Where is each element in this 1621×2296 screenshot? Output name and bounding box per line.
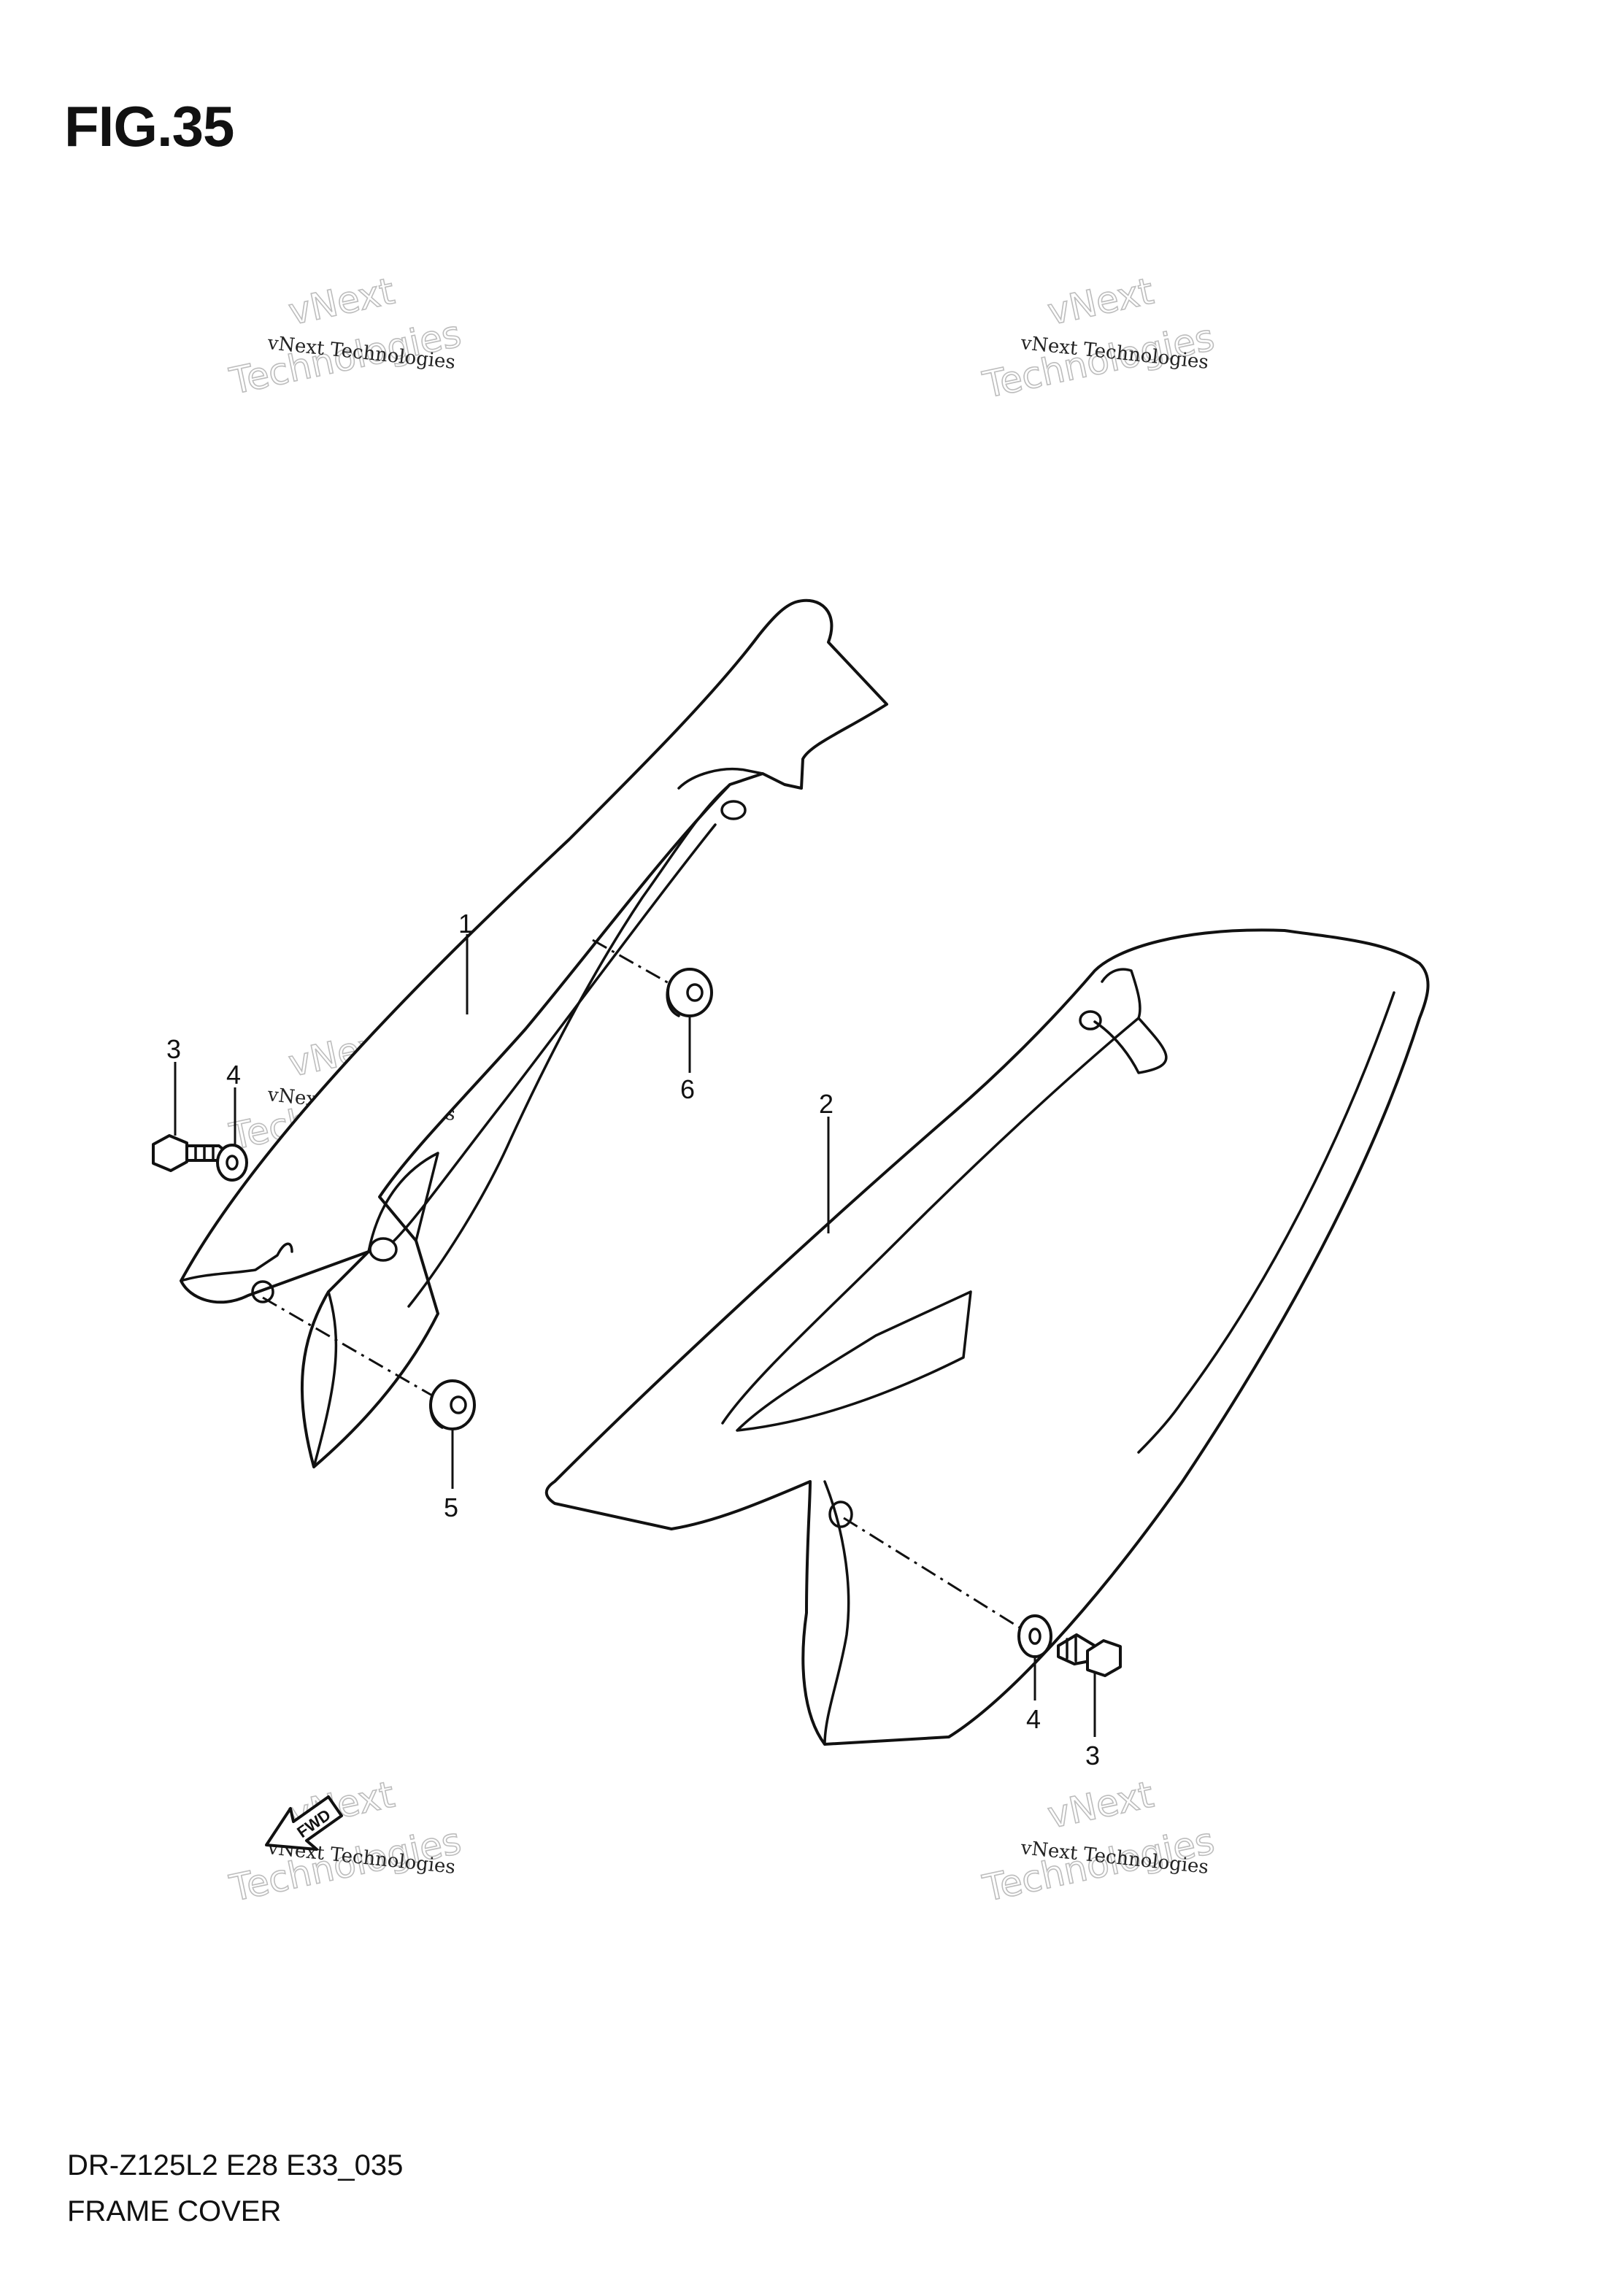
grommet-lower-outer: [429, 1379, 476, 1430]
assembly-axes: [262, 939, 1023, 1630]
frame-cover-right-panel-line: [1093, 1017, 1168, 1074]
frame-cover-left-lower-leg: [312, 1290, 338, 1468]
frame-cover-right-inner-ridge: [721, 1017, 1140, 1425]
figure-caption: FRAME COVER: [67, 2195, 282, 2227]
callout-1: 1: [458, 909, 473, 939]
axis-grommet-lower: [262, 1296, 433, 1397]
frame-cover-left-mount-hole-front: [251, 1280, 274, 1303]
watermark-big-line-1: vNext: [1044, 1773, 1157, 1837]
callout-3-right: 3: [1085, 1741, 1100, 1771]
grommet-upper-side: [666, 980, 680, 1017]
figure-title: FIG.35: [64, 94, 234, 158]
watermark-bottom-left: vNext Technologies vNext Technologies: [226, 1773, 466, 1911]
fwd-arrow-icon: [265, 1795, 343, 1851]
washer-left-inner: [226, 1155, 239, 1171]
watermark-top-right: vNext Technologies vNext Technologies: [979, 269, 1219, 407]
frame-cover-right-top-edge: [1101, 968, 1141, 1020]
grommet-upper: [666, 968, 713, 1017]
callout-2: 2: [819, 1089, 833, 1119]
callout-5: 5: [444, 1492, 458, 1522]
bolt-left-thread: [194, 1144, 215, 1162]
callout-numbers: 1 2 3 4 5 6 4 3: [166, 909, 1100, 1771]
frame-cover-left-front-lip: [180, 1242, 293, 1282]
grommet-upper-inner: [686, 983, 704, 1002]
grommet-lower-inner: [450, 1395, 467, 1414]
bolt-right-thread: [1066, 1635, 1077, 1663]
watermark-bottom-right: vNext Technologies vNext Technologies: [979, 1773, 1219, 1911]
frame-cover-left-lower-panel: [367, 1152, 439, 1253]
frame-cover-left-mount-hole-mid: [369, 1237, 398, 1262]
frame-cover-right-rear-contour: [1137, 991, 1395, 1454]
frame-cover-left: [180, 598, 888, 1468]
frame-cover-right: [544, 928, 1430, 1746]
frame-cover-left-mount-hole-top: [720, 800, 747, 820]
watermark-big-line-1: vNext: [1044, 270, 1157, 334]
frame-cover-right-lower-panel: [823, 1480, 850, 1746]
grommet-lower: [429, 1379, 476, 1430]
callout-3-left: 3: [166, 1034, 181, 1064]
washer-left-outer: [216, 1144, 248, 1182]
frame-cover-left-inner-rib: [407, 783, 731, 1308]
bolt-right-head: [1086, 1639, 1122, 1677]
bolt-left-head: [152, 1134, 188, 1172]
washer-left: [216, 1144, 248, 1182]
axis-grommet-upper: [592, 939, 671, 985]
watermark-top-left: vNext Technologies vNext Technologies: [226, 269, 466, 404]
grommet-lower-side: [429, 1391, 444, 1429]
callout-6: 6: [680, 1074, 695, 1104]
frame-cover-right-inner-vent: [736, 1290, 972, 1432]
grommet-upper-outer: [666, 968, 713, 1017]
frame-cover-right-mount-hole-top: [1079, 1010, 1102, 1030]
frame-cover-right-mount-hole-bottom: [828, 1501, 853, 1528]
bolt-right: [1057, 1633, 1122, 1677]
washer-right-inner: [1028, 1627, 1041, 1645]
washer-right-outer: [1017, 1614, 1052, 1658]
model-code: DR-Z125L2 E28 E33_035: [67, 2149, 404, 2181]
callout-leaders: [174, 934, 1096, 1737]
axis-washer-right: [843, 1517, 1023, 1630]
callout-4-left: 4: [226, 1060, 241, 1090]
callout-4-right: 4: [1026, 1704, 1041, 1734]
washer-right: [1017, 1614, 1052, 1658]
frame-cover-right-outline: [544, 928, 1430, 1746]
frame-cover-left-top-tab: [677, 768, 764, 790]
watermark-big-line-1: vNext: [285, 270, 398, 334]
